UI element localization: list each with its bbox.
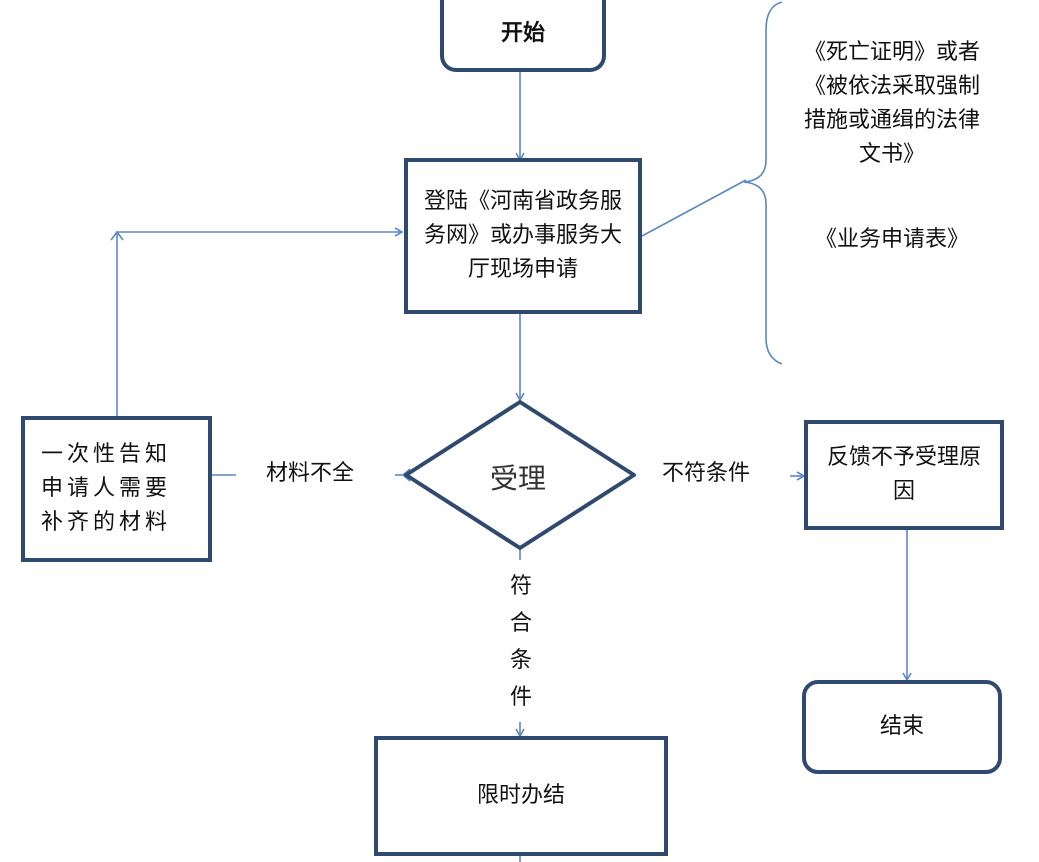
qualified-edge-label: 符 合 条 件 [506, 568, 536, 716]
qualified-char: 条 [509, 648, 532, 673]
required-documents-item2: 《业务申请表》 [814, 227, 969, 252]
decision-diamond [404, 400, 636, 550]
reject-node: 反馈不予受理原因 [804, 420, 1004, 530]
end-node: 结束 [802, 680, 1002, 774]
connector-apply-to-documents [641, 179, 747, 237]
arrow-notify-to-apply [116, 227, 404, 416]
notify-label: 一次性告知申请人需要补齐的材料 [41, 442, 172, 535]
notify-node: 一次性告知申请人需要补齐的材料 [21, 416, 212, 562]
not-qualified-edge-label: 不符条件 [662, 461, 751, 486]
required-documents-item1: 《死亡证明》或者《被依法采取强制措施或通缉的法律文书》 [803, 40, 980, 167]
apply-node: 登陆《河南省政务服务网》或办事服务大厅现场申请 [404, 158, 642, 314]
apply-label: 登陆《河南省政务服务网》或办事服务大厅现场申请 [423, 189, 622, 282]
reject-label: 反馈不予受理原因 [826, 445, 981, 504]
arrow-head-up-icon [110, 230, 124, 241]
documents-brace [743, 1, 783, 365]
qualified-char: 符 [509, 574, 532, 599]
incomplete-edge-label: 材料不全 [266, 461, 355, 486]
start-node: 开始 [440, 0, 606, 72]
finish-node: 限时办结 [374, 736, 668, 856]
arrow-head-incomplete-icon [401, 468, 411, 482]
qualified-char: 件 [509, 685, 532, 710]
start-label: 开始 [500, 21, 545, 46]
finish-label: 限时办结 [476, 783, 565, 808]
accept-label: 受理 [490, 462, 547, 495]
end-label: 结束 [879, 714, 924, 739]
qualified-char: 合 [509, 611, 532, 636]
